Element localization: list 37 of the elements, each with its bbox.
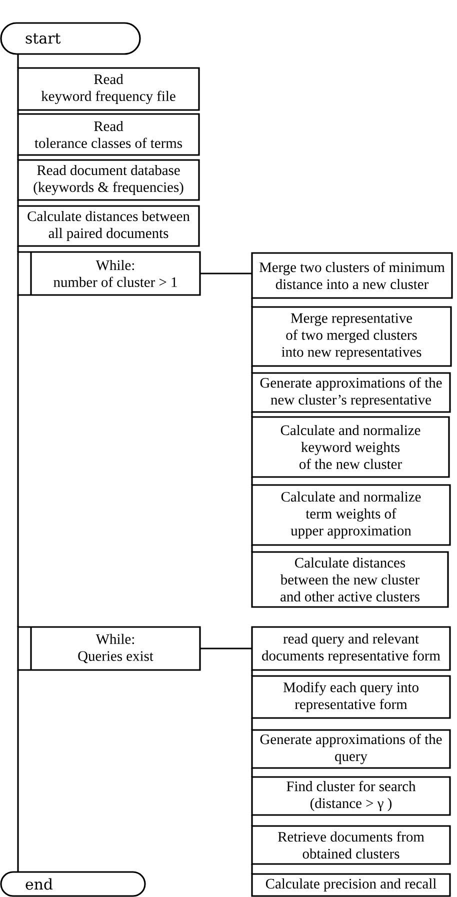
connector-line bbox=[17, 110, 19, 114]
process-box: Generate approximations of the query bbox=[251, 729, 451, 769]
connector-line bbox=[17, 155, 19, 160]
loop-box: While: Queries exist bbox=[17, 626, 201, 671]
process-box: Calculate and normalize term weights of upper approximation bbox=[251, 484, 451, 546]
connector-line bbox=[17, 54, 19, 68]
connector-line bbox=[17, 295, 19, 627]
connector-line bbox=[17, 200, 19, 206]
process-box: Find cluster for search (distance > γ ) bbox=[251, 776, 451, 816]
connector-line bbox=[251, 545, 253, 552]
process-box: Generate approximations of the new cluster’s representative bbox=[251, 372, 451, 413]
connector-line bbox=[251, 366, 253, 373]
process-box: Calculate distances between all paired documents bbox=[17, 205, 200, 247]
process-box: Retrieve documents from obtained clusters bbox=[251, 825, 451, 865]
connector-line bbox=[17, 246, 19, 252]
connector-line bbox=[251, 718, 253, 730]
connector-line bbox=[17, 670, 19, 872]
connector-line bbox=[251, 298, 253, 307]
process-box: Read document database (keywords & frequencies) bbox=[17, 159, 200, 201]
process-box: Read keyword frequency file bbox=[17, 67, 200, 111]
process-box: Read tolerance classes of terms bbox=[17, 113, 200, 156]
connector-line bbox=[251, 412, 253, 417]
connector-line bbox=[251, 864, 253, 874]
process-box: Merge representative of two merged clusters into new representatives bbox=[251, 306, 452, 367]
connector-line bbox=[200, 648, 252, 650]
process-box: Calculate distances between the new cluster and other active clusters bbox=[251, 551, 449, 608]
connector-line bbox=[251, 670, 253, 676]
process-box: Modify each query into representative form bbox=[251, 675, 451, 719]
process-box: read query and relevant documents representative form bbox=[251, 626, 451, 671]
connector-line bbox=[251, 477, 253, 485]
connector-line bbox=[251, 815, 253, 826]
process-box: Merge two clusters of minimum distance into a new cluster bbox=[251, 252, 453, 299]
connector-line bbox=[251, 768, 253, 777]
connector-line bbox=[200, 272, 252, 274]
process-box: Calculate and normalize keyword weights of the new cluster bbox=[251, 416, 450, 478]
process-box: Calculate precision and recall bbox=[251, 873, 451, 897]
loop-box: While: number of cluster > 1 bbox=[17, 251, 201, 296]
